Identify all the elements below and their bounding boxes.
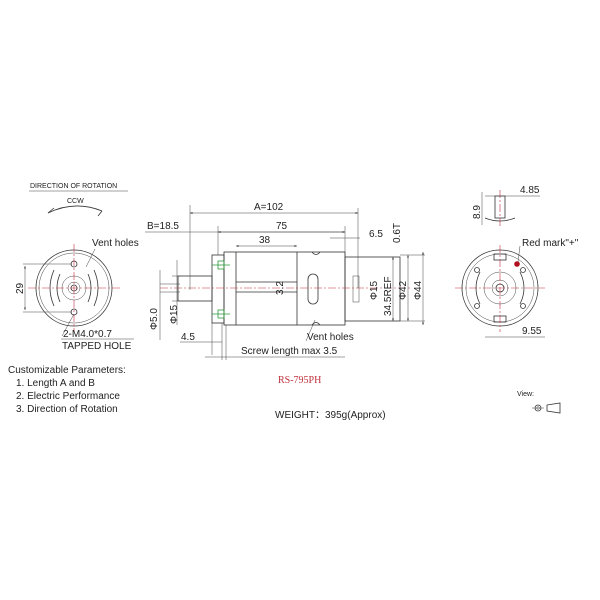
rotation-indicator: DIRECTION OF ROTATION CCW	[29, 183, 128, 217]
dim-3-2: 3.2	[275, 281, 286, 295]
dim-phi44: Φ44	[413, 280, 424, 300]
dim-0-6t: 0.6T	[392, 223, 403, 243]
dim-38: 38	[259, 235, 271, 246]
dim-75: 75	[276, 221, 288, 232]
screw-marker	[212, 260, 230, 270]
params-title: Customizable Parameters:	[8, 365, 126, 376]
front-view: 29 Vent holes 2-M4.0*0.7 TAPPED HOLE	[15, 238, 139, 352]
param-item: 1. Length A and B	[16, 378, 95, 389]
dim-phi42: Φ42	[398, 280, 409, 300]
param-item: 3. Direction of Rotation	[16, 404, 118, 415]
dim-29: 29	[15, 282, 26, 294]
red-mark-label: Red mark"+"	[522, 238, 579, 249]
red-mark	[514, 261, 520, 267]
view-label: View:	[517, 391, 534, 398]
dim-8-9: 8.9	[472, 205, 483, 219]
dim-b: B=18.5	[147, 221, 179, 232]
screw-length-label: Screw length max 3.5	[241, 346, 338, 357]
dim-9-55: 9.55	[522, 326, 542, 337]
rear-view: 8.9 4.85 Red mark"+" 9.55	[455, 185, 579, 338]
dim-6-5: 6.5	[369, 229, 383, 240]
screw-marker	[212, 309, 230, 319]
dim-4-5: 4.5	[181, 332, 195, 343]
vent-holes-label-side: Vent holes	[307, 332, 354, 343]
tapped-hole-spec: 2-M4.0*0.7	[63, 329, 112, 340]
vent-holes-label: Vent holes	[92, 238, 139, 249]
dim-4-85: 4.85	[520, 185, 540, 196]
dim-phi15-left: Φ15	[169, 304, 180, 324]
rotation-title: DIRECTION OF ROTATION	[30, 183, 117, 190]
rotation-direction: CCW	[67, 198, 84, 205]
dim-phi5: Φ5.0	[149, 308, 160, 330]
vent-slot	[307, 273, 319, 305]
weight-label: WEIGHT：395g(Approx)	[275, 410, 386, 421]
ccw-arrow-icon	[47, 205, 103, 214]
dim-phi15-right: Φ15	[369, 280, 380, 300]
shaft-housing	[177, 275, 213, 302]
dim-34-5ref: 34.5REF	[383, 277, 394, 316]
side-view: A=102 75 B=18.5 38 6.5 0.6T 3.2 Φ15 34.5…	[145, 202, 425, 386]
dim-a: A=102	[254, 202, 284, 213]
model-name: RS-795PH	[278, 375, 321, 386]
end-cap	[344, 256, 401, 322]
tapped-hole-label: TAPPED HOLE	[62, 341, 132, 352]
param-item: 2. Electric Performance	[16, 391, 120, 402]
view-projection-icon	[532, 402, 561, 414]
customizable-parameters: Customizable Parameters: 1. Length A and…	[8, 365, 126, 415]
